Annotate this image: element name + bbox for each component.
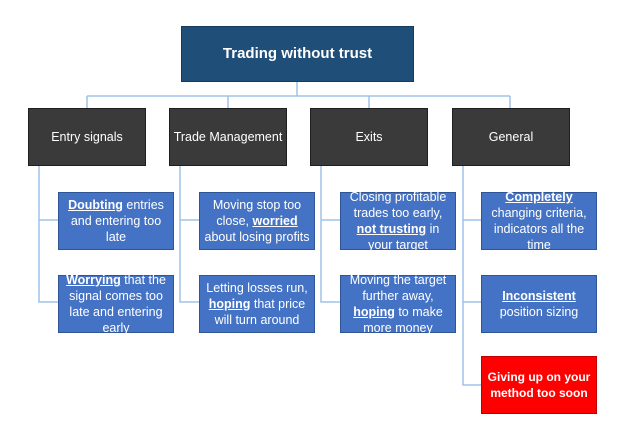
leaf-inconsistent-sizing: Inconsistent position sizing [481,275,597,333]
leaf-doubting-entries: Doubting entries and entering too late [58,192,174,250]
root-title-text: Trading without trust [222,45,373,62]
leaf-text: about losing profits [204,230,310,244]
leaf-emphasis: worried [252,214,298,228]
leaf-completely-changing: Completely changing criteria, indicators… [481,190,597,252]
leaf-emphasis: hoping [208,297,251,311]
category-general: General [452,108,570,166]
leaf-text: Giving up on your method too soon [487,370,591,400]
leaf-worrying-signal-late: Worrying that the signal comes too late … [58,273,174,335]
leaf-text: changing criteria, indicators all the ti… [491,206,587,252]
root-title: Trading without trust [181,26,414,82]
leaf-closing-trades-early: Closing profitable trades too early, not… [340,190,456,252]
leaf-text: Moving stop too close, [212,198,302,228]
leaf-emphasis: Worrying [66,273,121,287]
leaf-text: Closing profitable trades too early, [349,190,447,220]
leaf-emphasis: hoping [353,305,395,319]
entry-signals-children-connector [38,166,58,303]
category-label: Entry signals [51,130,123,144]
leaf-text: Moving the target further away, [349,273,447,303]
trade-management-children-connector [179,166,199,303]
leaf-text: position sizing [499,305,579,319]
category-label: General [488,130,534,144]
category-trade-management: Trade Management [169,108,287,166]
category-entry-signals: Entry signals [28,108,146,166]
leaf-emphasis: not trusting [356,222,427,236]
leaf-moving-target-away: Moving the target further away, hoping t… [340,273,456,335]
leaf-text: entries and entering too late [70,198,164,244]
leaf-letting-losses-run: Letting losses run, hoping that price wi… [199,275,315,333]
leaf-text: that price will turn around [214,297,306,327]
leaf-text: Letting losses run, [206,281,308,295]
category-label: Trade Management [173,130,283,144]
exits-children-connector [320,166,340,303]
leaf-giving-up-alert: Giving up on your method too soon [481,356,597,414]
leaf-emphasis: Completely [505,190,573,204]
leaf-text: in your target [368,222,440,252]
leaf-text: that the signal comes too late and enter… [69,273,166,335]
category-exits: Exits [310,108,428,166]
leaf-emphasis: Inconsistent [502,289,576,303]
general-children-connector [462,166,481,386]
category-label: Exits [355,130,383,144]
leaf-emphasis: Doubting [68,198,123,212]
leaf-moving-stop-close: Moving stop too close, worried about los… [199,192,315,250]
leaf-text: to make more money [363,305,443,335]
